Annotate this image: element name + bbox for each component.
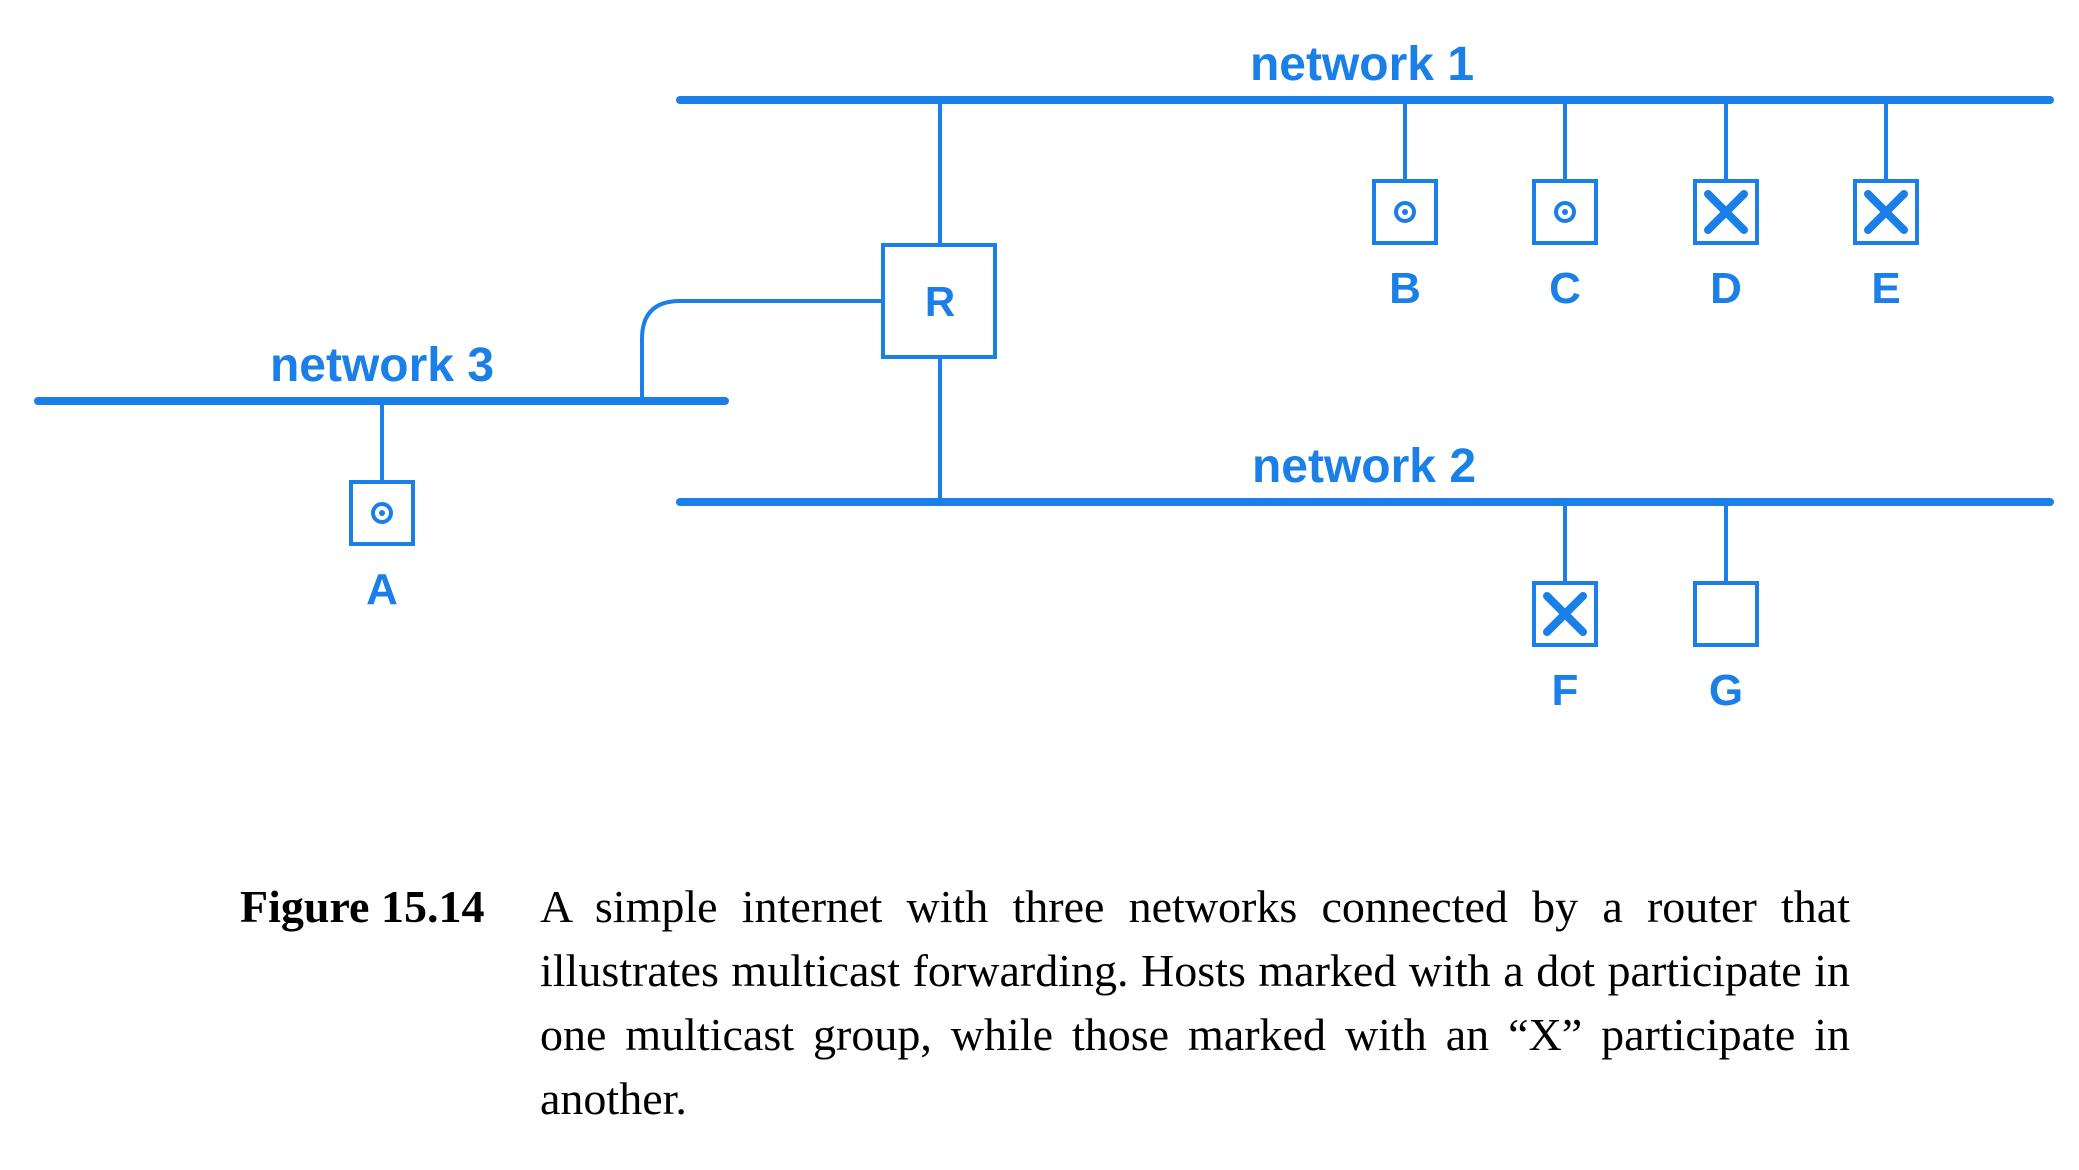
host-d-label: D <box>1710 264 1742 313</box>
figure-number: Figure 15.14 <box>240 881 485 932</box>
figure-caption: Figure 15.14 A simple internet with thre… <box>240 875 1850 1131</box>
caption-text: A simple internet with three networks co… <box>540 881 1850 1124</box>
host-a-box <box>349 480 415 546</box>
host-f-box <box>1532 581 1598 647</box>
host-g-box <box>1693 581 1759 647</box>
host-c-box <box>1532 179 1598 245</box>
router-box <box>881 243 997 359</box>
network-3-label: network 3 <box>270 339 494 392</box>
multicast-network-diagram: network 1 network 2 network 3 R A B C D … <box>34 38 2054 715</box>
host-a-dot-marker <box>371 502 393 524</box>
host-d-x-marker <box>1704 190 1748 234</box>
router-link-network-3 <box>640 299 883 401</box>
host-e-x-marker <box>1864 190 1908 234</box>
host-a-label: A <box>366 565 398 614</box>
host-e-label: E <box>1871 264 1900 313</box>
network-1-label: network 1 <box>1250 38 1474 91</box>
host-c-label: C <box>1549 264 1581 313</box>
host-b-label: B <box>1389 264 1421 313</box>
network-2-label: network 2 <box>1252 440 1476 493</box>
router-label: R <box>925 278 955 325</box>
host-b-dot-marker <box>1394 201 1416 223</box>
host-e-box <box>1853 179 1919 245</box>
host-d-box <box>1693 179 1759 245</box>
host-f-x-marker <box>1543 592 1587 636</box>
host-c-dot-marker <box>1554 201 1576 223</box>
host-g-label: G <box>1709 666 1743 715</box>
host-b-box <box>1372 179 1438 245</box>
host-f-label: F <box>1552 666 1579 715</box>
